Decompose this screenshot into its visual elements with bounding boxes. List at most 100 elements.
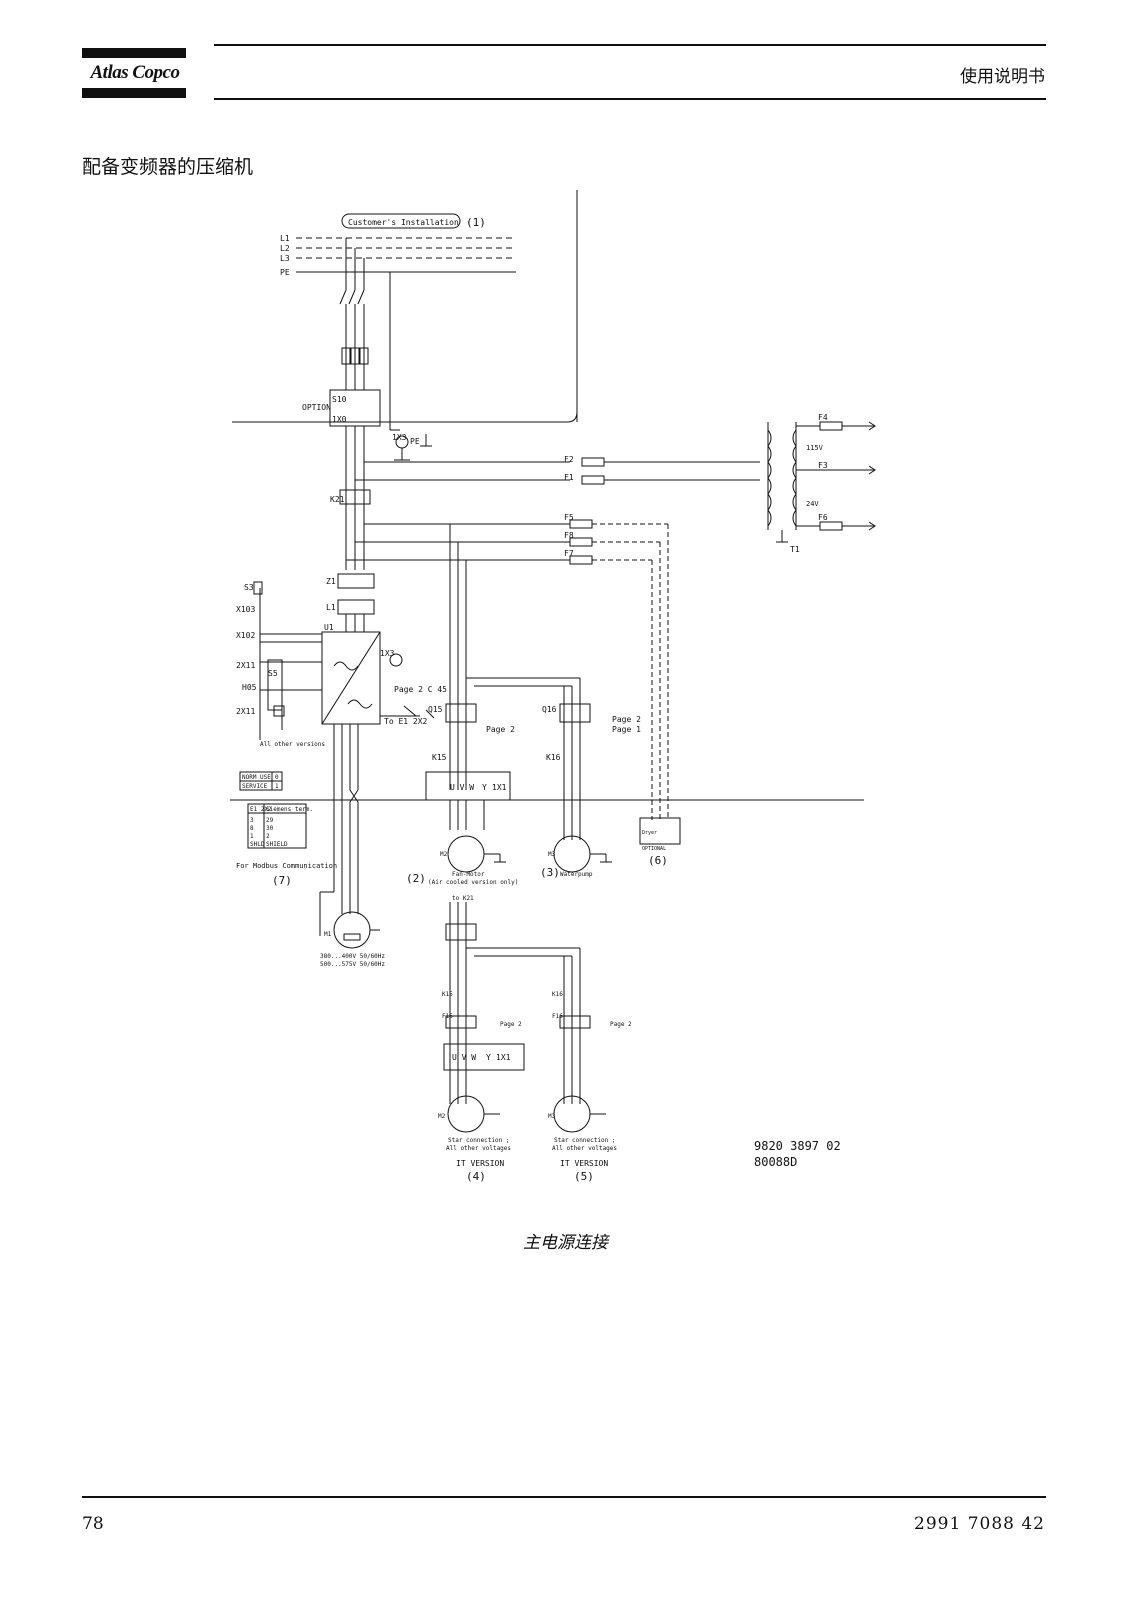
header-rule-top — [214, 44, 1046, 46]
fuse-f1: F1 — [564, 473, 574, 482]
x102-label: X102 — [236, 631, 255, 640]
k16-label: K16 — [546, 753, 561, 762]
q16-label: Q16 — [542, 705, 557, 714]
fan-motor-label: Fan-Motor — [452, 871, 485, 878]
uvw-label-2: U V W — [452, 1053, 476, 1062]
logo-text: Atlas Copco — [90, 62, 180, 83]
header-rule-bottom — [214, 98, 1046, 100]
y-label-1: Y — [482, 783, 487, 792]
fuse-f2: F2 — [564, 455, 574, 464]
modbus-r2c2: 30 — [266, 825, 274, 832]
fuse-f8: F8 — [564, 531, 574, 540]
mode-norm-use: NORM USE — [242, 774, 271, 781]
document-number: 2991 7088 42 — [914, 1514, 1045, 1534]
k15-label-it: K15 — [442, 991, 453, 998]
modbus-note: For Modbus Communication — [236, 862, 337, 870]
all-other-voltages-5: All other voltages — [552, 1145, 617, 1152]
pe-label: PE — [410, 437, 420, 446]
figure-caption: 主电源连接 — [523, 1233, 608, 1253]
page-number: 78 — [82, 1514, 104, 1534]
all-other-voltages-4: All other voltages — [446, 1145, 511, 1152]
drawing-code: 80088D — [754, 1155, 797, 1169]
drawing-number: 9820 3897 02 — [754, 1139, 841, 1153]
star-connection-5: Star connection ; — [554, 1137, 615, 1144]
s5-label: S5 — [268, 669, 278, 678]
wiring-diagram: Customer's Installation (1) L1 L2 L3 PE … — [230, 190, 876, 1183]
modbus-r2c1: 8 — [250, 825, 254, 832]
logo-bar-top — [82, 48, 186, 58]
callout-1: (1) — [466, 216, 486, 229]
uvw-label-1: U V W — [450, 783, 474, 792]
q15-label: Q15 — [428, 705, 443, 714]
dryer-label: Dryer — [642, 830, 657, 836]
fuse-f7: F7 — [564, 549, 574, 558]
callout-3: (3) — [540, 866, 560, 879]
x11-label-b: 2X11 — [236, 707, 255, 716]
modbus-r4c2: SHIELD — [266, 841, 288, 848]
to-k21-label: to K21 — [452, 895, 474, 902]
modbus-r3c2: 2 — [266, 833, 270, 840]
m3-label: M3 — [548, 851, 556, 858]
page2-c45-label: Page 2 C 45 — [394, 685, 447, 694]
t1-label: T1 — [790, 545, 800, 554]
document-type: 使用说明书 — [960, 67, 1045, 87]
modbus-r4c1: SHLD — [250, 841, 265, 848]
fuse-f3: F3 — [818, 461, 828, 470]
mode-norm-use-value: 0 — [275, 774, 279, 781]
m1-label: M1 — [324, 931, 332, 938]
m3-label-it: M3 — [548, 1113, 556, 1120]
k21-label: K21 — [330, 495, 345, 504]
x3-label-u1: 1X3 — [380, 649, 395, 658]
modbus-r1c1: 3 — [250, 817, 254, 824]
page2-label-q16: Page 2 — [612, 715, 641, 724]
callout-4: (4) — [466, 1170, 486, 1183]
v24-label: 24V — [806, 500, 819, 508]
line-label-l1: L1 — [280, 234, 290, 243]
star-connection-4: Star connection ; — [448, 1137, 509, 1144]
callout-6: (6) — [648, 854, 668, 867]
x1-label-2: 1X1 — [496, 1053, 511, 1062]
m2-label: M2 — [440, 851, 448, 858]
page2-label-f16: Page 2 — [610, 1021, 632, 1028]
f15-label: F15 — [442, 1013, 453, 1020]
line-label-l2: L2 — [280, 244, 290, 253]
page1-label: Page 1 — [612, 725, 641, 734]
m2-label-it: M2 — [438, 1113, 446, 1120]
it-version-4: IT VERSION — [456, 1159, 504, 1168]
x103-label: X103 — [236, 605, 255, 614]
motor-rating-2: 500...575V 50/60Hz — [320, 961, 385, 968]
modbus-header-2: Siemens term. — [266, 806, 313, 813]
k15-label: K15 — [432, 753, 447, 762]
f16-label: F16 — [552, 1013, 563, 1020]
fuse-f5: F5 — [564, 513, 574, 522]
callout-7: (7) — [272, 874, 292, 887]
s10-label: S10 — [332, 395, 347, 404]
callout-2: (2) — [406, 872, 426, 885]
line-label-l3: L3 — [280, 254, 290, 263]
footer-rule — [82, 1496, 1046, 1498]
all-other-versions-label: All other versions — [260, 741, 325, 748]
z1-label: Z1 — [326, 577, 336, 586]
x11-label-a: 2X11 — [236, 661, 255, 670]
page2-label-q15: Page 2 — [486, 725, 515, 734]
modbus-r1c2: 29 — [266, 817, 274, 824]
fuse-f6: F6 — [818, 513, 828, 522]
optional-label: OPTIONAL — [642, 846, 666, 852]
modbus-header-1: E1 2X2 — [250, 806, 272, 813]
v115-label: 115V — [806, 444, 824, 452]
y-label-2: Y — [486, 1053, 491, 1062]
x0-label: 1X0 — [332, 415, 347, 424]
mode-service: SERVICE — [242, 783, 268, 790]
atlas-copco-logo: Atlas Copco — [82, 48, 188, 100]
h05-label: H05 — [242, 683, 257, 692]
u1-label: U1 — [324, 623, 334, 632]
waterpump-label: Waterpump — [560, 871, 593, 878]
mode-service-value: 1 — [275, 783, 279, 790]
it-version-5: IT VERSION — [560, 1159, 608, 1168]
x3-label: 1X3 — [392, 433, 407, 442]
line-label-pe: PE — [280, 268, 290, 277]
callout-5: (5) — [574, 1170, 594, 1183]
reactor-l1-label: L1 — [326, 603, 336, 612]
to-e1-label: To E1 2X2 — [384, 717, 428, 726]
k16-label-it: K16 — [552, 991, 563, 998]
